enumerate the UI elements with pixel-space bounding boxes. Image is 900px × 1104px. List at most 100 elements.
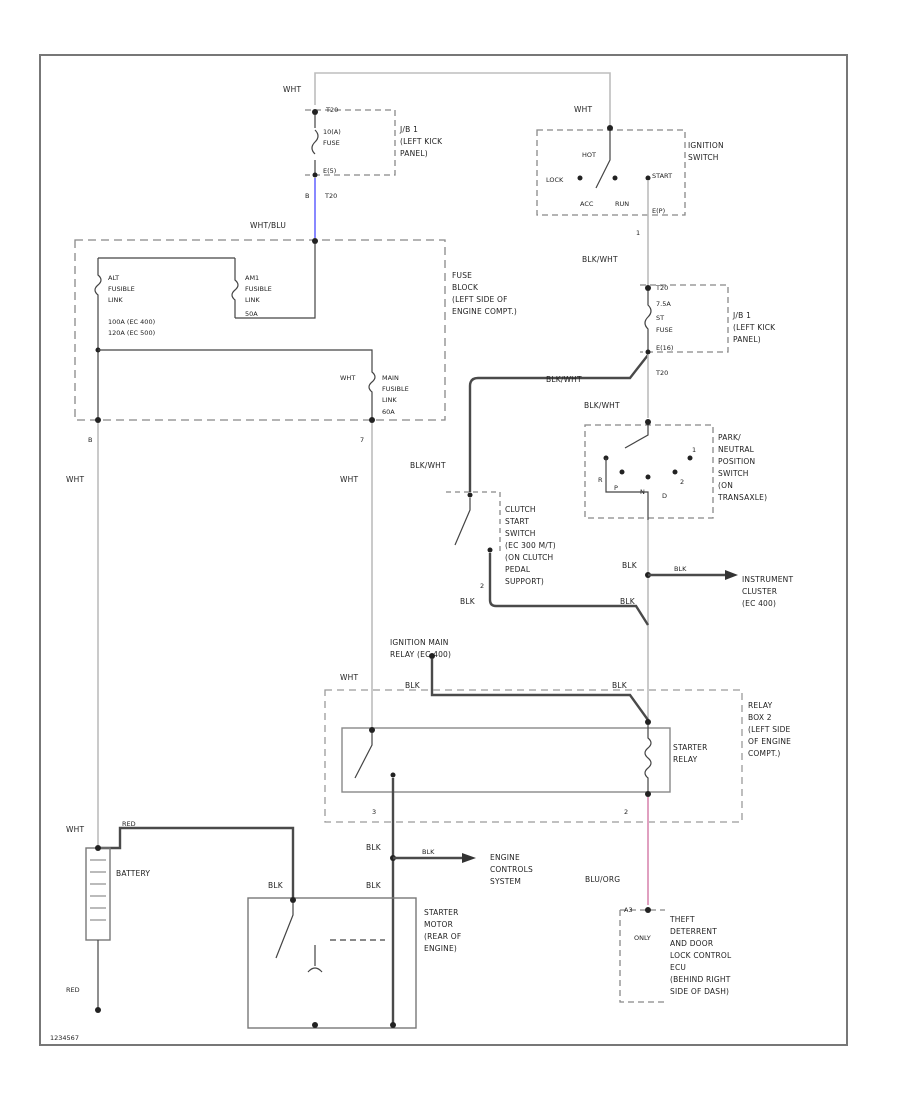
battery-label: BATTERY [116,869,150,878]
st-fuse-symbol [644,291,652,350]
terminal [645,419,651,425]
main-label: MAIN [382,374,399,382]
terminal [390,772,396,778]
clutch-label: SUPPORT) [505,577,544,586]
pnp-label: NEUTRAL [718,445,755,454]
wire-label: WHT [283,85,301,94]
terminal [312,238,318,244]
pnp-label: PARK/ [718,433,741,442]
ignition-contact [595,131,611,189]
terminal [312,109,318,115]
terminal [645,349,651,355]
relay-box-label: OF ENGINE [748,737,791,746]
wire-label: BLK [268,881,284,890]
ignition-run: RUN [615,200,629,208]
fuse-block-label: (LEFT SIDE OF [452,295,508,304]
wire-label: BLK [460,597,476,606]
ignition-hot: HOT [582,151,596,159]
ignition-title: IGNITION [688,141,724,150]
fuse-block-bus [98,244,316,319]
diagram-frame [39,54,848,1046]
starter-relay-label: RELAY [673,755,698,764]
terminal [645,719,651,725]
relay-label: IGNITION MAIN [390,638,449,647]
pnp-pos: D [662,492,667,500]
relay-box-2 [324,689,743,823]
main-fusible-link [98,349,376,420]
relay-box-label: BOX 2 [748,713,772,722]
alt-label: 100A (EC 400) [108,318,155,326]
ignition-pin: 1 [636,229,640,237]
ignition-acc: ACC [580,200,594,208]
ic-label: (EC 400) [742,599,776,608]
alt-label: ALT [108,274,119,282]
wire-label: BLK [366,881,382,890]
wire-label: BLK/WHT [584,401,620,410]
wire-label: BLK [366,843,382,852]
theft-label: (BEHIND RIGHT [670,975,731,984]
jb1-label: J/B 1 [399,125,418,134]
am1-label: 50A [245,310,258,318]
theft-label: ECU [670,963,686,972]
jb1-top-box [305,109,396,176]
main-label: LINK [382,396,397,404]
wire-label: RED [66,986,80,994]
jb1-label: (LEFT KICK [400,137,443,146]
pin-label: A3 [624,906,633,914]
alt-fusible-link [94,258,102,420]
pnp-internal [605,458,649,520]
starter-label: ENGINE) [424,944,457,953]
terminal [487,547,493,553]
pnp-label: SWITCH [718,469,749,478]
ground-icon [312,1022,318,1028]
wire-label: BLK/WHT [582,255,618,264]
terminal [645,474,651,480]
wire-label: BLK [674,565,687,573]
pin-label: B [305,192,309,200]
starter-label: (REAR OF [424,932,461,941]
ecm-label: CONTROLS [490,865,533,874]
wire-label: RED [122,820,136,828]
pnp-pos: R [598,476,603,484]
pnp-pos: N [640,488,645,496]
jb1-label: (LEFT KICK [733,323,776,332]
wire-label: WHT [574,105,592,114]
diagram-code: 1234567 [50,1034,79,1042]
alt-label: FUSIBLE [108,285,135,293]
ignition-box [536,129,686,216]
fuse-label: E(5) [323,167,336,175]
relay-box-label: RELAY [748,701,773,710]
terminal [645,175,651,181]
am1-label: LINK [245,296,260,304]
ignition-title: SWITCH [688,153,719,162]
pnp-label: TRANSAXLE) [717,493,767,502]
fuse-block-label: FUSE [452,271,472,280]
clutch-label: SWITCH [505,529,536,538]
clutch-label: START [505,517,529,526]
jb1-label: J/B 1 [732,311,751,320]
ignition-lock: LOCK [546,176,564,184]
theft-box [619,909,665,1003]
pin-label: 3 [372,808,376,816]
ignition-start: START [652,172,672,180]
starter-relay-label: STARTER [673,743,708,752]
fuse-label: 10(A) [323,128,341,136]
arrow-icon [462,853,476,863]
am1-fusible-link [231,258,239,318]
terminal [369,417,375,423]
theft-only: ONLY [634,934,651,942]
pin-label: 2 [480,582,484,590]
relay-box-label: COMPT.) [748,749,781,758]
pnp-pos: 1 [692,446,696,454]
wire-label: WHT [340,475,358,484]
starter-relay-coil [644,725,652,792]
ignition-pin: E(P) [652,207,665,215]
ic-label: CLUSTER [742,587,777,596]
alt-label: LINK [108,296,123,304]
theft-label: DETERRENT [670,927,717,936]
wire-label: WHT [66,825,84,834]
theft-label: LOCK CONTROL [670,951,732,960]
terminal [607,125,613,131]
ecm-label: SYSTEM [490,877,521,886]
